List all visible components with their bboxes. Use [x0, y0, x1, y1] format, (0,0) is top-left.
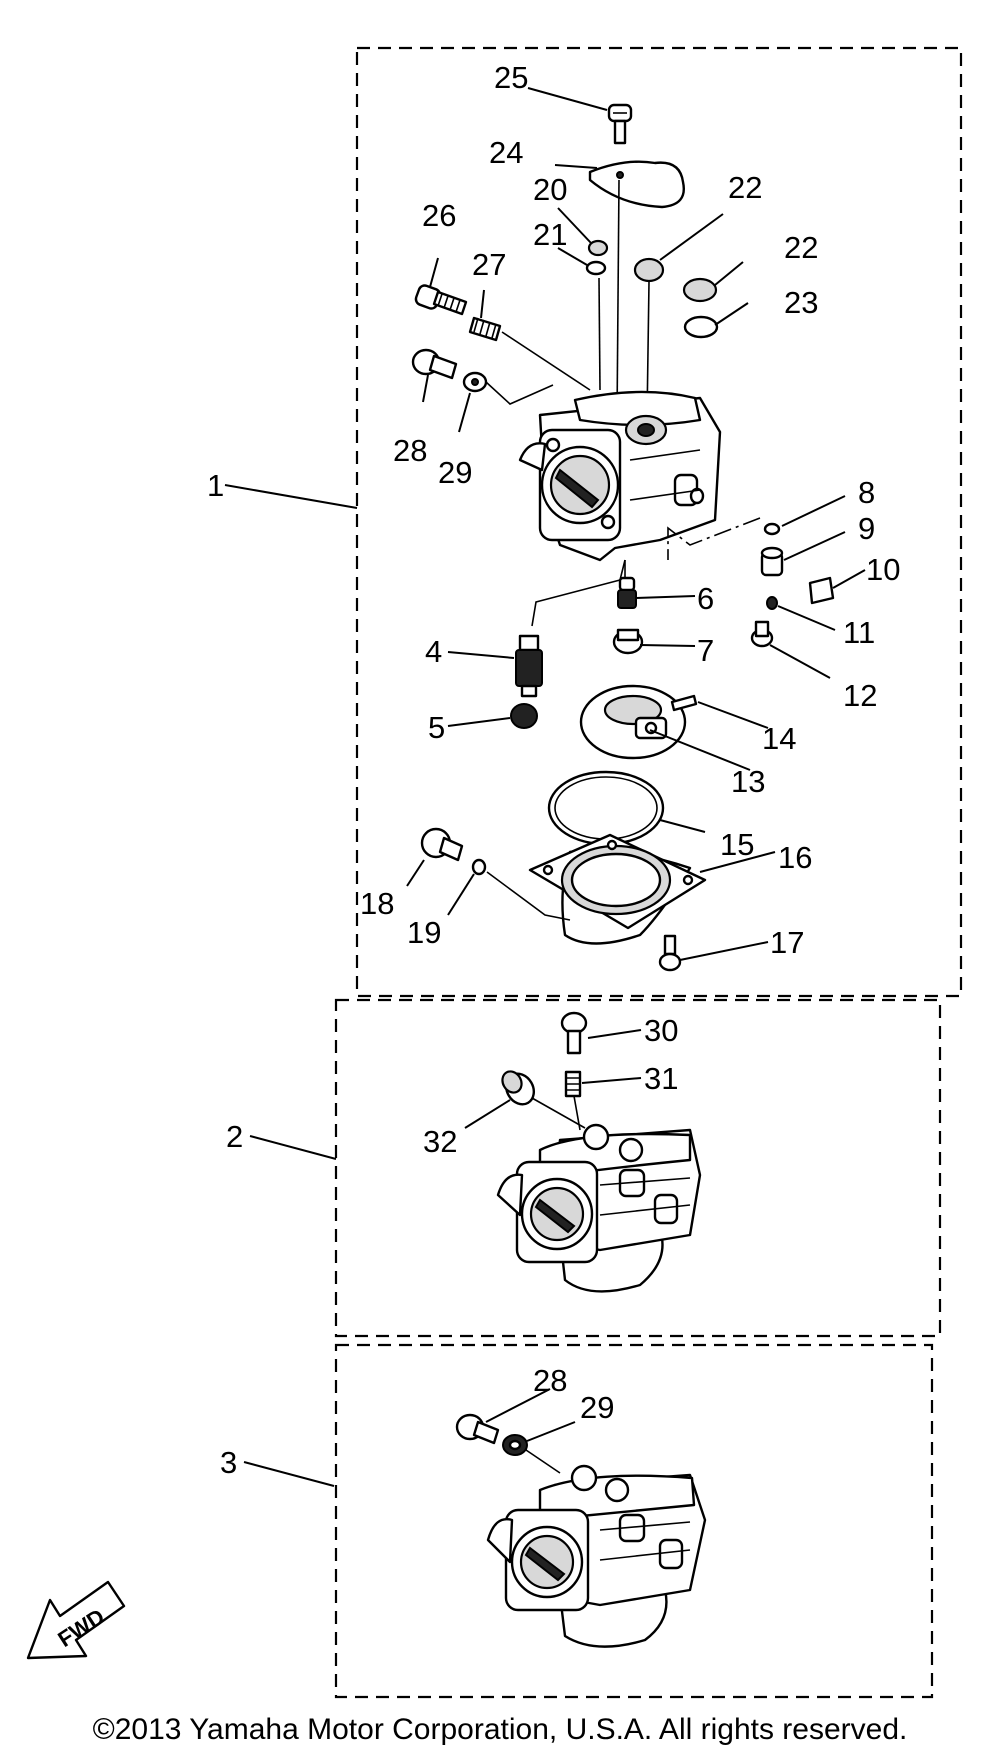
part-26-screw — [414, 284, 468, 316]
part-28-screw — [411, 348, 458, 380]
callout-28: 28 — [393, 433, 427, 468]
part-13-float — [579, 684, 687, 760]
assembly-frame-1 — [355, 46, 963, 998]
part-9-holder — [760, 546, 784, 577]
callout-16: 16 — [778, 840, 812, 875]
part-32-cap — [501, 1070, 536, 1106]
part-4-main-jet — [515, 634, 543, 698]
part-12-plug — [750, 620, 774, 648]
callout-31: 31 — [644, 1061, 678, 1096]
callout-29-asm3: 29 — [580, 1390, 614, 1425]
part-17-screw — [658, 934, 682, 972]
callout-25: 25 — [494, 60, 528, 95]
callout-13: 13 — [731, 764, 765, 799]
callout-2: 2 — [226, 1119, 243, 1154]
part-7-plug — [612, 628, 644, 655]
callout-21: 21 — [533, 217, 567, 252]
callout-5: 5 — [428, 710, 445, 745]
callout-30: 30 — [644, 1013, 678, 1048]
callout-labels: 1 2 3 4 5 6 7 8 9 10 11 12 13 14 15 16 1… — [207, 60, 900, 1480]
callout-17: 17 — [770, 925, 804, 960]
fwd-arrow: FWD — [26, 1580, 126, 1660]
carburetor-body-1 — [518, 390, 722, 562]
callout-10: 10 — [866, 552, 900, 587]
part-24-cover-plate — [588, 160, 685, 209]
callout-9: 9 — [858, 511, 875, 546]
carburetor-body-2 — [496, 1123, 702, 1293]
assembly-frame-2 — [334, 998, 942, 1338]
part-5-nut — [510, 703, 538, 729]
callout-1: 1 — [207, 468, 224, 503]
part-25-screw — [607, 103, 633, 145]
callout-24: 24 — [489, 135, 523, 170]
callout-3: 3 — [220, 1445, 237, 1480]
callout-32: 32 — [423, 1124, 457, 1159]
callout-19: 19 — [407, 915, 441, 950]
part-21-cap — [585, 260, 607, 276]
callout-20: 20 — [533, 172, 567, 207]
part-11-jet — [766, 596, 778, 610]
callout-14: 14 — [762, 721, 796, 756]
callout-4: 4 — [425, 634, 442, 669]
callout-7: 7 — [697, 633, 714, 668]
callout-18: 18 — [360, 886, 394, 921]
callout-11: 11 — [843, 615, 875, 650]
part-30-screw — [560, 1011, 588, 1055]
part-22-plug-right — [682, 277, 718, 303]
callout-8: 8 — [858, 475, 875, 510]
part-31-spring — [564, 1070, 582, 1098]
assembly-frame-3 — [334, 1343, 934, 1699]
part-18-drain-screw — [420, 827, 464, 862]
callout-22-right: 22 — [784, 230, 818, 265]
part-15-gasket — [547, 770, 665, 846]
part-14-pin — [670, 694, 698, 712]
part-20-cap — [587, 239, 609, 257]
part-6-needle-jet — [617, 576, 637, 609]
part-28-screw-asm3 — [455, 1413, 500, 1445]
callout-26: 26 — [422, 198, 456, 233]
callout-6: 6 — [697, 581, 714, 616]
callout-12: 12 — [843, 678, 877, 713]
part-22-plug — [633, 257, 665, 283]
callout-15: 15 — [720, 827, 754, 862]
part-8-o-ring — [763, 522, 781, 536]
callout-22: 22 — [728, 170, 762, 205]
callout-29: 29 — [438, 455, 472, 490]
part-16-float-chamber — [528, 833, 707, 945]
part-10-clip — [808, 576, 835, 605]
callout-23: 23 — [784, 285, 818, 320]
part-19-o-ring — [471, 858, 487, 876]
callout-28-asm3: 28 — [533, 1363, 567, 1398]
callout-27: 27 — [472, 247, 506, 282]
part-23-washer — [683, 315, 719, 339]
carburetor-body-3 — [486, 1464, 707, 1648]
leader-lines — [224, 87, 866, 1487]
copyright-notice: ©2013 Yamaha Motor Corporation, U.S.A. A… — [92, 1713, 908, 1746]
